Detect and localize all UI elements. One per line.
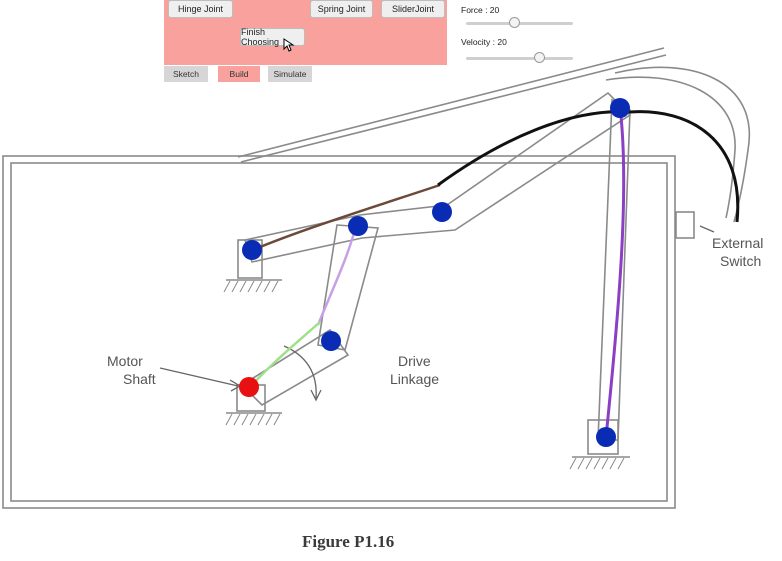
switch-label-line1: External bbox=[712, 235, 764, 251]
motor-shaft-label: Motor Shaft bbox=[107, 352, 156, 388]
tab-build[interactable]: Build bbox=[218, 66, 260, 82]
spring-joint-button[interactable]: Spring Joint bbox=[310, 0, 373, 18]
housing-outer bbox=[2, 155, 676, 509]
external-switch-label: External Switch bbox=[712, 234, 763, 270]
switch-label-line2: Switch bbox=[720, 253, 762, 269]
tab-sketch[interactable]: Sketch bbox=[164, 66, 208, 82]
purple-stroke bbox=[604, 106, 626, 438]
velocity-slider-track bbox=[466, 57, 573, 60]
green-stroke bbox=[249, 321, 321, 388]
joint-drive[interactable] bbox=[321, 331, 341, 351]
joint-top[interactable] bbox=[610, 98, 630, 118]
hinge-joint-button[interactable]: Hinge Joint bbox=[168, 0, 233, 18]
force-label: Force : 20 bbox=[461, 5, 500, 15]
housing-inner bbox=[10, 162, 668, 502]
force-slider-thumb[interactable] bbox=[509, 17, 521, 28]
lavender-stroke bbox=[316, 221, 359, 326]
joint-base-left[interactable] bbox=[242, 240, 262, 260]
drive-label-line1: Drive bbox=[398, 353, 431, 369]
brown-stroke bbox=[252, 183, 441, 252]
velocity-slider-thumb[interactable] bbox=[533, 52, 545, 63]
mouse-cursor-icon bbox=[283, 38, 295, 52]
force-slider[interactable] bbox=[466, 17, 573, 28]
drive-label-line2: Linkage bbox=[390, 371, 440, 387]
tab-simulate[interactable]: Simulate bbox=[268, 66, 312, 82]
finish-choosing-button[interactable]: Finish Choosing bbox=[240, 27, 305, 47]
slider-joint-button[interactable]: SliderJoint bbox=[381, 0, 445, 18]
velocity-label: Velocity : 20 bbox=[461, 37, 507, 47]
drive-linkage-label: Drive Linkage bbox=[390, 352, 439, 388]
motor-label-line1: Motor bbox=[107, 353, 143, 369]
joint-right-base[interactable] bbox=[596, 427, 616, 447]
joint-toolbar: Hinge Joint Spring Joint SliderJoint Fin… bbox=[164, 0, 447, 65]
joint-middle[interactable] bbox=[432, 202, 452, 222]
joint-motor[interactable] bbox=[239, 377, 259, 397]
joint-upper-link[interactable] bbox=[348, 216, 368, 236]
velocity-slider[interactable] bbox=[466, 52, 573, 63]
black-stroke bbox=[437, 110, 740, 223]
figure-caption: Figure P1.16 bbox=[302, 532, 395, 551]
motor-label-line2: Shaft bbox=[123, 371, 156, 387]
